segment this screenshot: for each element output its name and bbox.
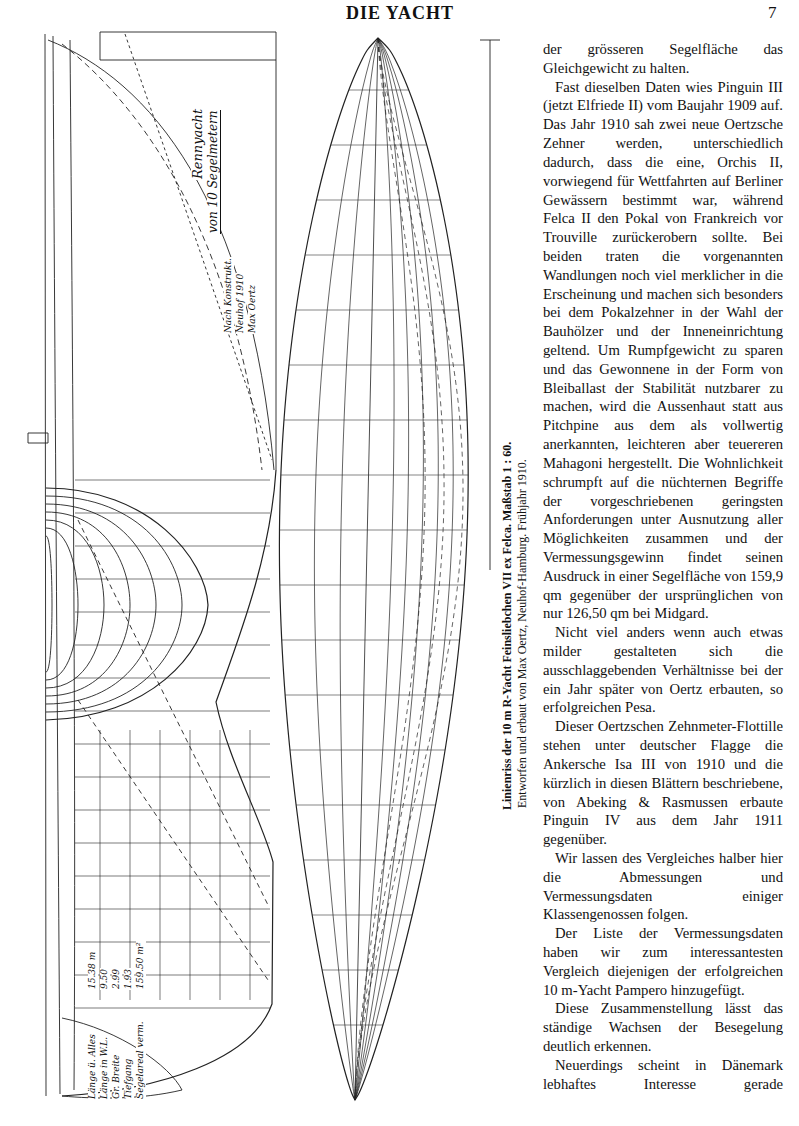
waterline [355, 38, 394, 1100]
waterline [355, 38, 423, 1100]
drawing-title: Rennyacht [191, 108, 205, 180]
station-line [280, 90, 490, 91]
station-line [280, 750, 490, 751]
dimension-label: Länge in W.L. [100, 1036, 110, 1100]
diagonal-line [78, 700, 268, 980]
spar-stub [28, 433, 48, 443]
body-plan-section [46, 536, 52, 672]
station-grid [160, 730, 161, 1000]
profile-frame [100, 32, 276, 60]
half-breadth-outline [279, 38, 468, 1100]
body-plan-section [46, 496, 182, 712]
buttock-line [355, 38, 425, 1100]
waterline-grid [75, 744, 270, 745]
station-grid [100, 730, 101, 1000]
dimension-value: 159.50 m² [136, 942, 146, 991]
station-line [280, 530, 490, 531]
waterline [314, 38, 378, 1100]
profile-frame [100, 32, 276, 470]
dimension-value: 2.99 [112, 968, 122, 990]
waterline-grid [75, 942, 270, 943]
figure-credit: Entworfen und erbaut von Max Oertz, Neuh… [515, 459, 530, 808]
dimension-label: Gr. Breite [112, 1054, 122, 1100]
waterline-grid [75, 777, 270, 778]
station-grid [190, 730, 191, 1000]
waterline-grid [75, 579, 270, 580]
station-line [280, 145, 490, 146]
buttock-line [48, 40, 274, 470]
waterline-grid [75, 711, 270, 712]
waterline-grid [75, 546, 270, 547]
page-header: DIE YACHT [346, 3, 454, 24]
station-grid [220, 730, 221, 1000]
station-line [280, 420, 490, 421]
body-paragraph: Nicht viel anders wenn auch etwas milder… [543, 623, 783, 717]
sheer-line [53, 36, 60, 1094]
waterline-grid [75, 678, 270, 679]
drawing-title: von 10 Segelmetern [207, 110, 221, 234]
waterline [355, 38, 409, 1100]
body-paragraph: Diese Zusammenstellung lässt das ständig… [543, 999, 783, 1055]
waterline-grid [75, 1008, 270, 1009]
diagonal-line [125, 34, 272, 460]
scale-bar [480, 40, 500, 570]
body-plan-section [46, 528, 78, 680]
station-line [280, 310, 490, 311]
station-line [280, 860, 490, 861]
figure-caption: Linienriss der 10 m R-Yacht Feinsliebche… [500, 442, 515, 810]
station-line [280, 585, 490, 586]
station-line [280, 640, 490, 641]
waterline-grid [75, 810, 270, 811]
text-column: der grösseren Segelfläche das Gleichgewi… [543, 40, 783, 1094]
station-line [280, 475, 490, 476]
waterline [355, 38, 453, 1100]
station-line [280, 255, 490, 256]
station-grid [250, 730, 251, 1000]
dimension-value: 9.50 [100, 968, 110, 990]
dimension-label: Länge ü. Alles [88, 1033, 98, 1100]
dimension-value: 15.38 m [88, 951, 98, 990]
buttock-line [355, 38, 463, 1100]
station-line [280, 970, 490, 971]
signature: Neuhof 1910 [236, 273, 246, 334]
diagonal-line [78, 520, 268, 905]
signature: Nach Konstrukt. [224, 257, 234, 334]
station-line [280, 1025, 490, 1026]
dimension-value: 1.93 [124, 968, 134, 990]
buttock-line [62, 44, 262, 470]
body-paragraph: Der Liste der Vermessungsdaten haben wir… [543, 924, 783, 999]
signature: Max Oertz [248, 284, 258, 334]
rudder-outline [62, 1018, 182, 1098]
waterline [340, 38, 378, 1100]
body-paragraph: Neuerdings scheint in Dänemark lebhaftes… [543, 1056, 783, 1094]
body-paragraph: Wir lassen des Vergleiches halber hier d… [543, 849, 783, 924]
hull-profile [62, 470, 276, 1096]
body-paragraph: Fast dieselben Daten wies Pinguin III (j… [543, 78, 783, 624]
station-grid [130, 730, 131, 1000]
body-paragraph: Dieser Oertzschen Zehnmeter-Flottille st… [543, 717, 783, 849]
station-line [280, 915, 490, 916]
station-line [280, 695, 490, 696]
waterline-grid [75, 909, 270, 910]
waterline-grid [75, 843, 270, 844]
waterline-grid [75, 513, 270, 514]
waterline-grid [75, 645, 270, 646]
page-number: 7 [768, 3, 777, 23]
dimension-label: Segelareal verm. [136, 1020, 146, 1100]
centerline [45, 34, 46, 1096]
waterline-grid [75, 480, 270, 481]
buttock-line [355, 38, 444, 1100]
station-line [280, 365, 490, 366]
dimension-label: Tiefgang [124, 1058, 134, 1100]
waterline-grid [75, 876, 270, 877]
station-line [280, 200, 490, 201]
waterline [355, 38, 438, 1100]
body-paragraph: der grösseren Segelfläche das Gleichgewi… [543, 40, 783, 78]
body-plan-section [46, 488, 208, 720]
body-plan-section [46, 520, 104, 688]
body-plan-section [46, 504, 156, 704]
station-line [280, 805, 490, 806]
waterline-grid [75, 612, 270, 613]
